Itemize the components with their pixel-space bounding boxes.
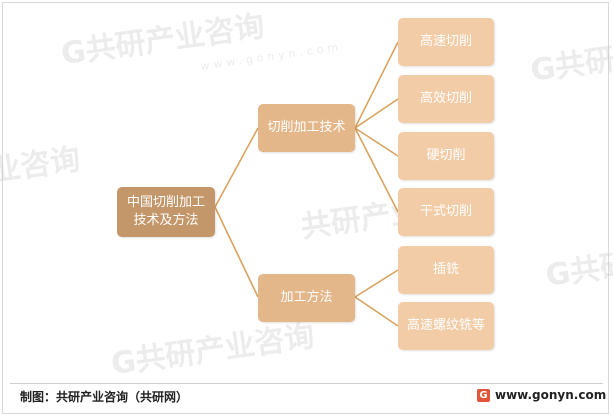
root-node-label: 中国切削加工技术及方法	[126, 195, 205, 228]
leaf-node: 干式切削	[398, 188, 494, 236]
gonyn-logo-icon: G	[477, 388, 490, 402]
branch-node-cutting-tech: 切削加工技术	[258, 104, 355, 152]
connector-branch1-leaf4	[354, 127, 399, 213]
leaf-node-label: 高速切削	[419, 34, 472, 50]
leaf-node: 硬切削	[398, 132, 494, 180]
leaf-node-label: 硬切削	[426, 148, 466, 164]
leaf-node-label: 高效切削	[419, 91, 472, 107]
site-credit: G www.gonyn.com	[477, 388, 606, 402]
connector-root-branch1	[214, 127, 259, 208]
leaf-node-label: 插铣	[432, 262, 459, 278]
branch-node-methods: 加工方法	[258, 274, 355, 322]
branch-node-label: 切削加工技术	[267, 120, 346, 136]
connector-root-branch2	[214, 206, 259, 298]
connector-branch1-leaf1	[354, 41, 399, 129]
leaf-node: 高速螺纹铣等	[398, 302, 494, 350]
connector-branch2-leaf2	[354, 296, 399, 327]
leaf-node: 高速切削	[398, 18, 494, 66]
root-node: 中国切削加工技术及方法	[117, 187, 215, 237]
branch-node-label: 加工方法	[280, 290, 333, 306]
source-note: 制图：共研产业咨询（共研网）	[20, 390, 189, 404]
footer-divider	[10, 383, 603, 384]
connector-branch2-leaf1	[354, 269, 399, 298]
connector-branch1-leaf2	[354, 98, 399, 129]
leaf-node-label: 干式切削	[419, 204, 472, 220]
diagram-frame	[2, 2, 609, 414]
leaf-node-label: 高速螺纹铣等	[406, 318, 485, 334]
leaf-node: 插铣	[398, 246, 494, 294]
connector-branch1-leaf3	[354, 127, 399, 157]
leaf-node: 高效切削	[398, 75, 494, 123]
site-url[interactable]: www.gonyn.com	[495, 388, 607, 402]
